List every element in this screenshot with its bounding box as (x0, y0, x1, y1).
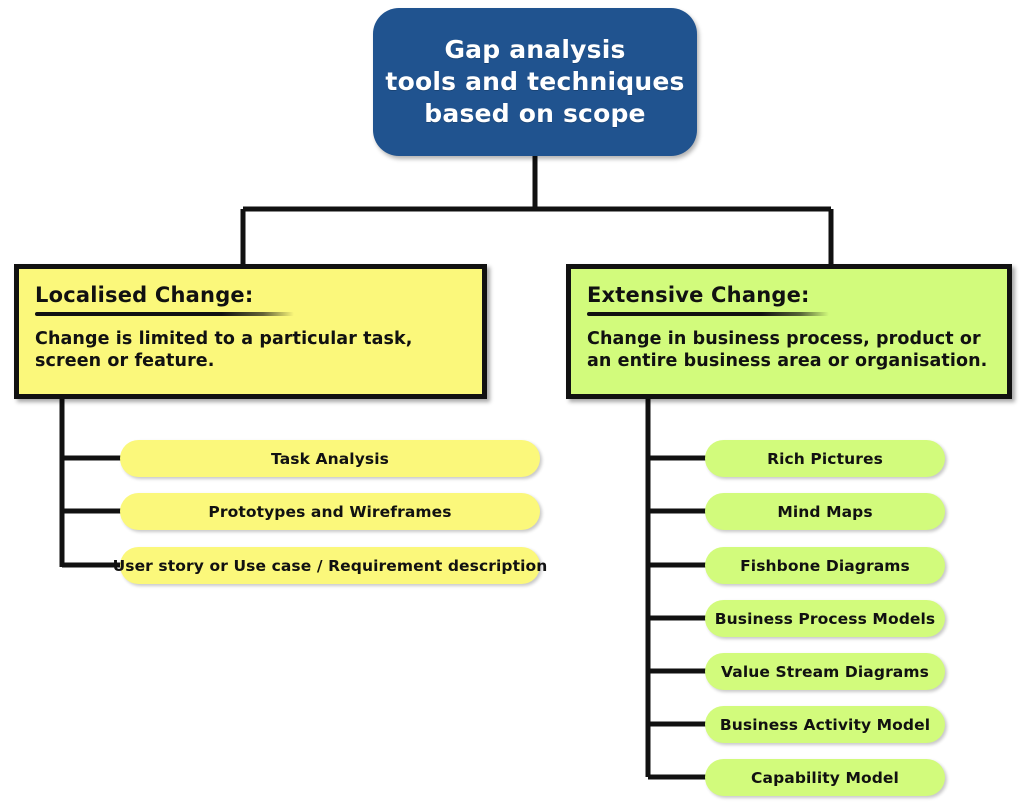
category-description-extensive: Change in business process, product or a… (587, 329, 988, 372)
technique-label: Business Process Models (714, 609, 936, 628)
technique-pill-task-analysis[interactable]: Task Analysis (120, 440, 540, 477)
category-box-extensive-change: Extensive Change: Change in business pro… (566, 264, 1012, 399)
technique-label: Prototypes and Wireframes (208, 502, 452, 521)
technique-pill-business-activity-model[interactable]: Business Activity Model (705, 706, 945, 743)
technique-label: Fishbone Diagrams (740, 556, 910, 575)
category-heading-extensive: Extensive Change: (587, 283, 810, 307)
heading-underline-extensive (587, 312, 830, 316)
technique-pill-fishbone-diagrams[interactable]: Fishbone Diagrams (705, 547, 945, 584)
technique-pill-mind-maps[interactable]: Mind Maps (705, 493, 945, 530)
diagram-title-node: Gap analysis tools and techniques based … (373, 8, 697, 156)
heading-underline-localised (35, 312, 294, 316)
category-heading-localised: Localised Change: (35, 283, 254, 307)
category-description-localised: Change is limited to a particular task, … (35, 329, 413, 372)
technique-label: User story or Use case / Requirement des… (112, 556, 548, 575)
technique-label: Rich Pictures (767, 449, 883, 468)
category-box-localised-change: Localised Change: Change is limited to a… (14, 264, 487, 399)
technique-label: Business Activity Model (719, 715, 931, 734)
technique-label: Task Analysis (271, 449, 389, 468)
technique-pill-capability-model[interactable]: Capability Model (705, 759, 945, 796)
technique-pill-rich-pictures[interactable]: Rich Pictures (705, 440, 945, 477)
technique-pill-business-process-models[interactable]: Business Process Models (705, 600, 945, 637)
technique-pill-value-stream-diagrams[interactable]: Value Stream Diagrams (705, 653, 945, 690)
technique-label: Capability Model (751, 768, 899, 787)
technique-pill-user-story-use-case[interactable]: User story or Use case / Requirement des… (113, 547, 547, 584)
technique-label: Value Stream Diagrams (721, 662, 929, 681)
technique-pill-prototypes-and-wireframes[interactable]: Prototypes and Wireframes (120, 493, 540, 530)
page-title: Gap analysis tools and techniques based … (385, 35, 685, 128)
technique-label: Mind Maps (777, 502, 873, 521)
